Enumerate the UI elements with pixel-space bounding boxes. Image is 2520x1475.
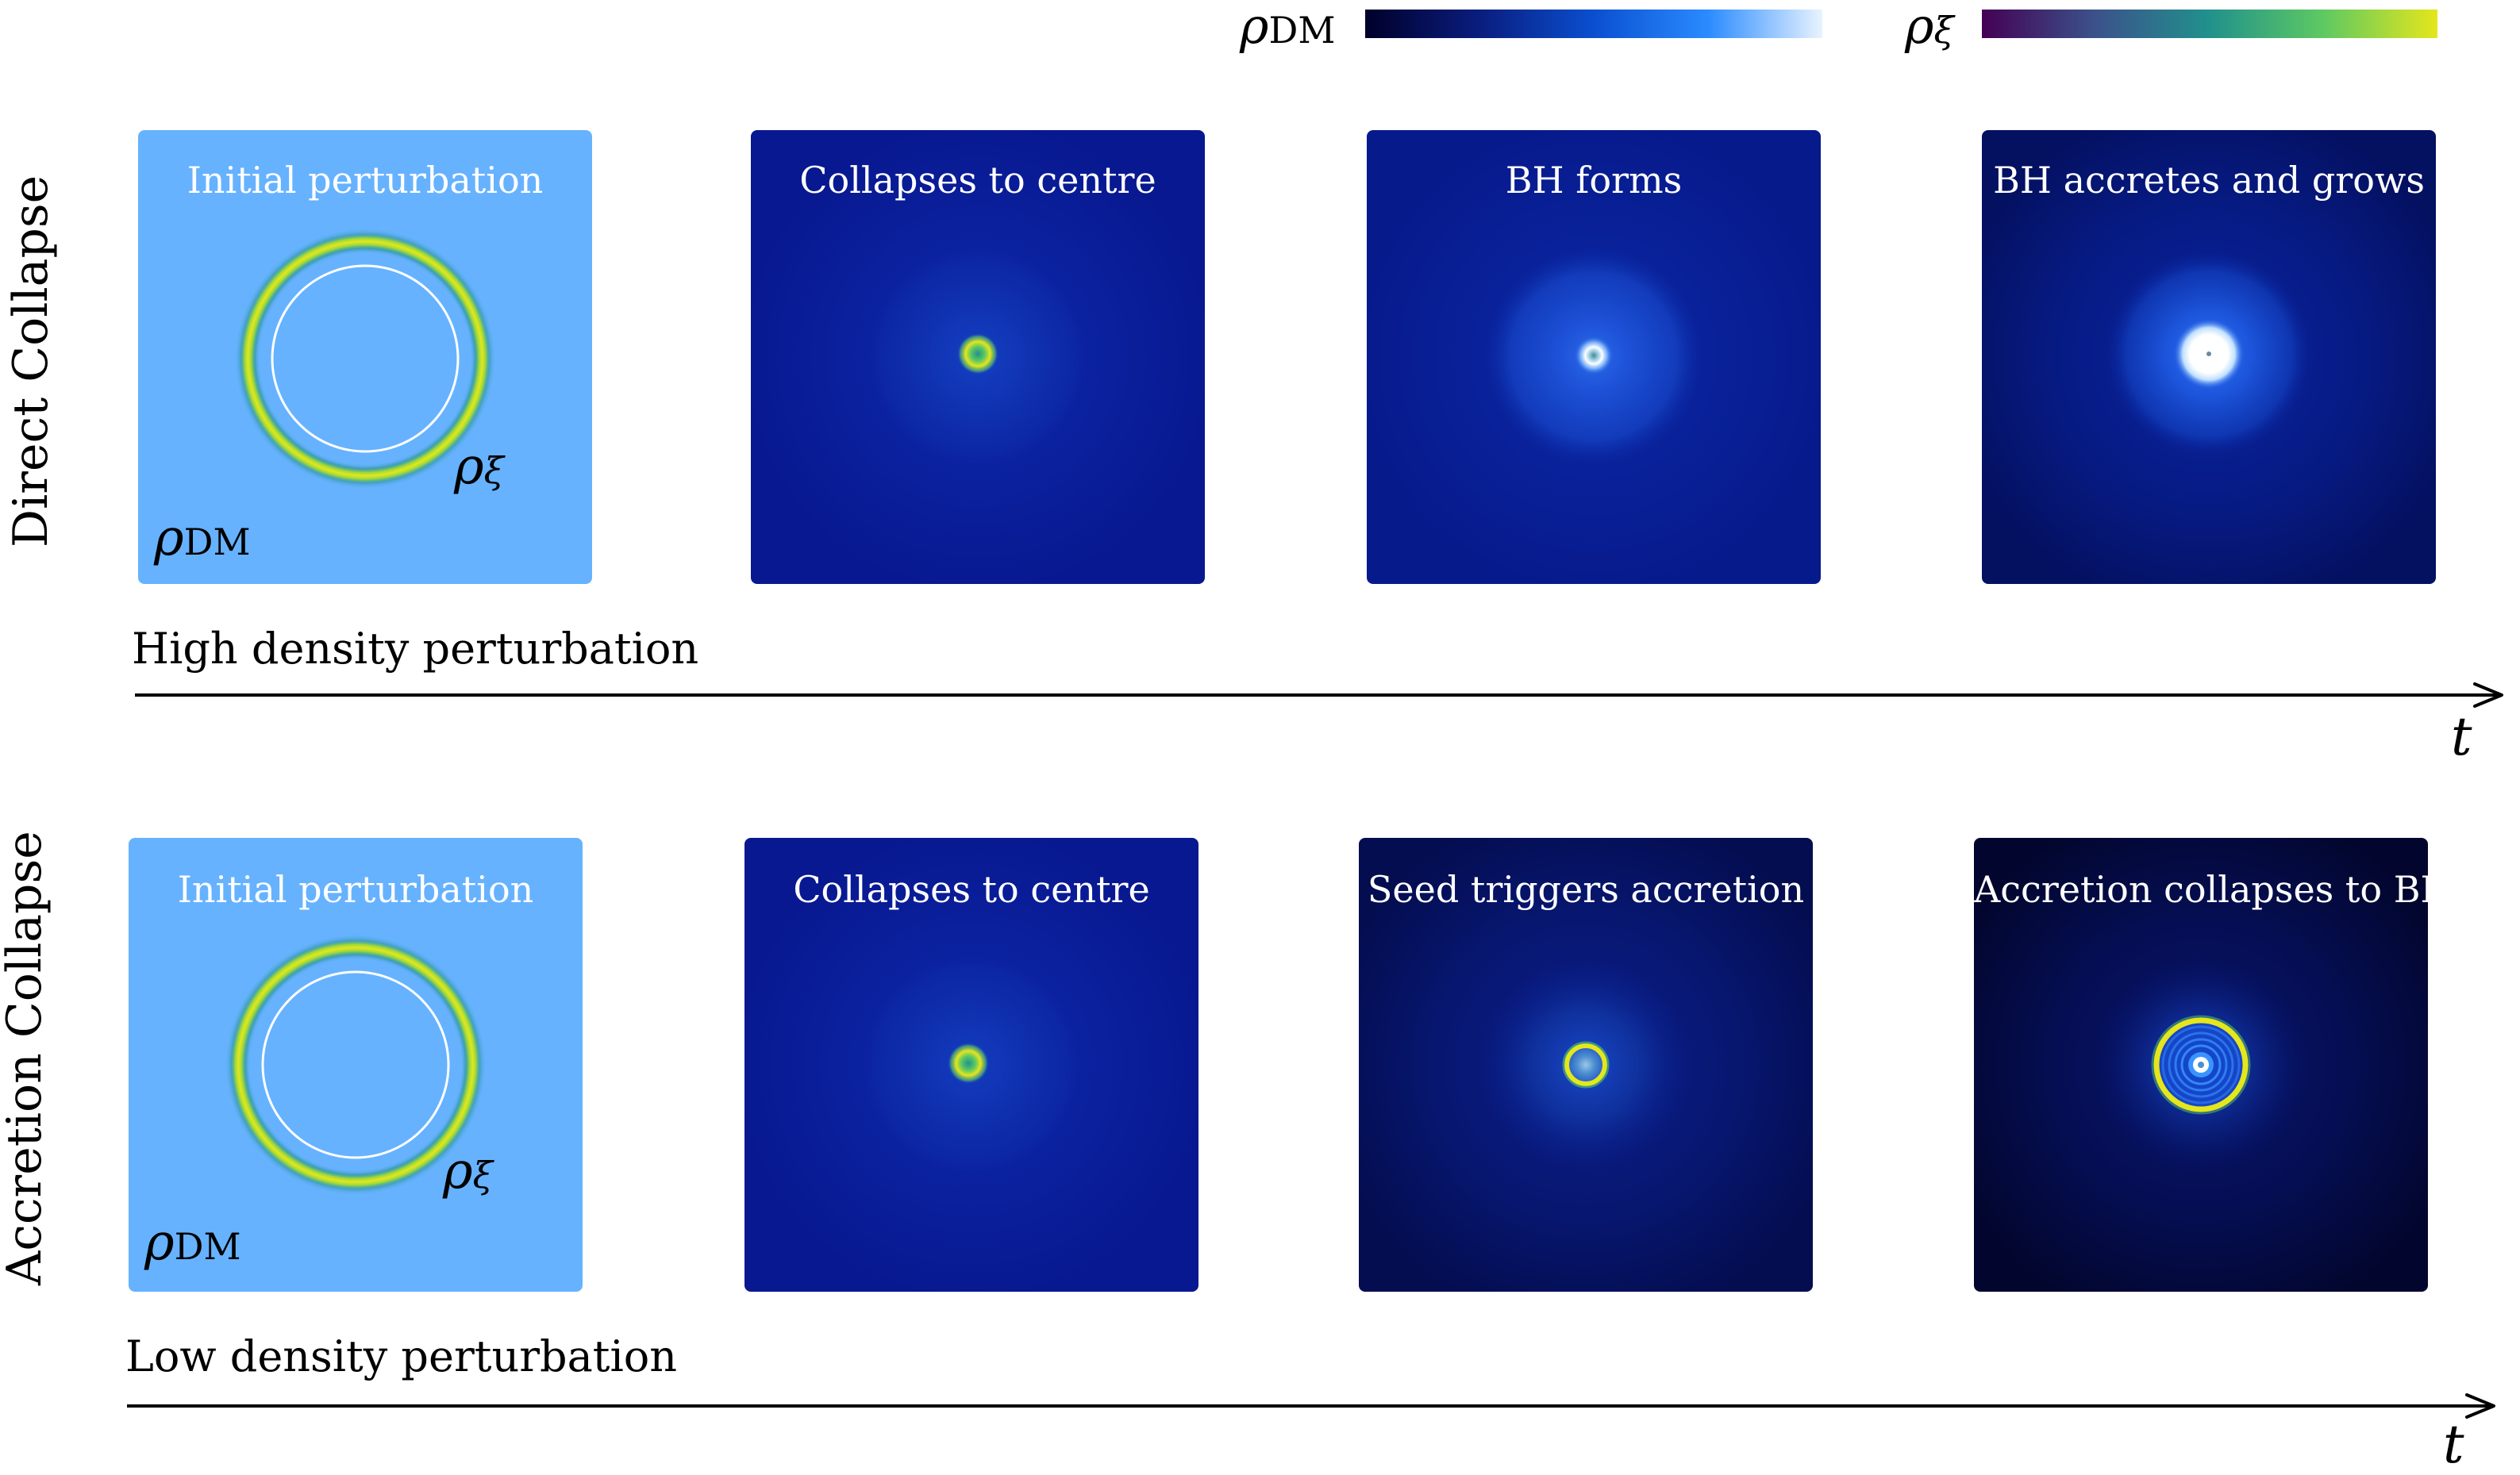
dm-colorbar-label: ρDM	[1240, 2, 1335, 51]
panel-accretion-bh: Accretion collapses to BH	[1974, 838, 2428, 1292]
panel-title: BH accretes and grows	[1993, 159, 2425, 202]
rho-dm-annotation: ρDM	[154, 513, 251, 563]
time-arrow	[135, 682, 2503, 708]
panel-accretion-initial: Initial perturbation ρξ ρDM	[129, 838, 583, 1292]
dm-boundary-circle	[271, 264, 460, 453]
panel-title: Collapses to centre	[793, 868, 1150, 911]
collapsed-core	[948, 1043, 989, 1084]
rho-dm-symbol: ρ	[144, 1213, 175, 1272]
panel-accretion-seed-image	[1359, 838, 1813, 1292]
dm-colorbar-subscript: DM	[1268, 9, 1336, 52]
rho-dm-subscript: DM	[183, 520, 251, 563]
xi-colorbar-subscript: ξ	[1933, 9, 1954, 52]
panel-accretion-initial-image	[129, 838, 583, 1292]
accretion-ring	[1564, 1043, 1607, 1086]
axis-label-high-density: High density perturbation	[132, 624, 699, 674]
panel-direct-bh-grows-image	[1982, 130, 2436, 584]
rho-xi-annotation: ρξ	[443, 1146, 493, 1197]
time-arrow	[127, 1393, 2495, 1419]
accretion-ring	[2153, 1017, 2249, 1112]
rho-dm-symbol: ρ	[154, 509, 184, 567]
rho-dm-annotation: ρDM	[144, 1217, 241, 1268]
panel-direct-bh-forms: BH forms	[1367, 130, 1821, 584]
row-label-accretion-collapse: Accretion Collapse	[0, 831, 52, 1285]
rho-xi-subscript: ξ	[483, 449, 504, 492]
panel-title: Initial perturbation	[187, 159, 544, 202]
panel-title: Initial perturbation	[177, 868, 534, 911]
black-hole	[1575, 336, 1613, 375]
panel-direct-bh-grows: BH accretes and grows	[1982, 130, 2436, 584]
time-label: t	[2443, 1414, 2464, 1475]
dm-boundary-circle	[261, 970, 450, 1159]
panel-title: BH forms	[1505, 159, 1683, 202]
row-label-direct-collapse: Direct Collapse	[3, 175, 59, 547]
axis-label-low-density: Low density perturbation	[125, 1331, 678, 1381]
panel-direct-bh-forms-image	[1367, 130, 1821, 584]
panel-direct-collapse-image	[751, 130, 1205, 584]
dm-colorbar-symbol: ρ	[1240, 0, 1269, 55]
panel-accretion-seed: Seed triggers accretion	[1359, 838, 1813, 1292]
rho-xi-symbol: ρ	[443, 1142, 473, 1200]
panel-direct-initial-image	[138, 130, 592, 584]
rho-dm-subscript: DM	[174, 1225, 241, 1268]
xi-colorbar	[1982, 10, 2437, 38]
xi-colorbar-label: ρξ	[1905, 2, 1954, 51]
panel-title: Seed triggers accretion	[1367, 868, 1805, 911]
panel-accretion-collapse-image	[744, 838, 1198, 1292]
panel-direct-collapse: Collapses to centre	[751, 130, 1205, 584]
xi-colorbar-symbol: ρ	[1905, 0, 1934, 55]
rho-xi-subscript: ξ	[472, 1154, 493, 1197]
time-label: t	[2451, 706, 2472, 767]
panel-title: Collapses to centre	[799, 159, 1156, 202]
panel-title: Accretion collapses to BH	[1974, 868, 2428, 911]
panel-accretion-collapse: Collapses to centre	[744, 838, 1198, 1292]
panel-accretion-bh-image	[1974, 838, 2428, 1292]
rho-xi-annotation: ρξ	[454, 441, 504, 492]
dm-colorbar	[1365, 10, 1822, 38]
collapsed-core	[957, 333, 998, 375]
rho-xi-symbol: ρ	[454, 437, 484, 496]
panel-direct-initial: Initial perturbation ρξ ρDM	[138, 130, 592, 584]
